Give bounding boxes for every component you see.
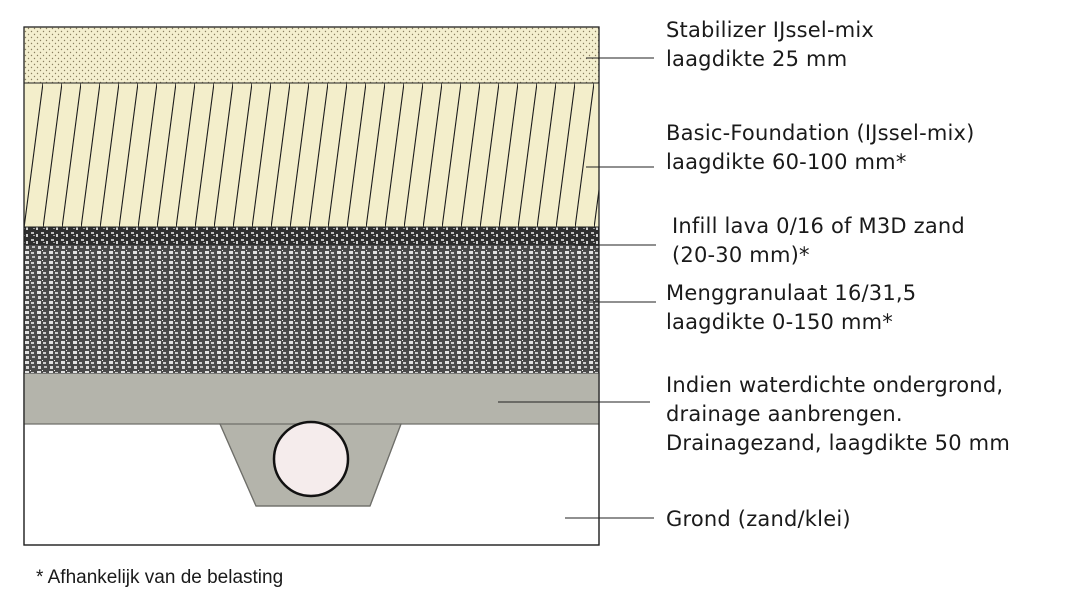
label-infill-line2: (20-30 mm)* [672, 243, 810, 267]
label-foundation: Basic-Foundation (IJssel-mix) laagdikte … [666, 119, 975, 177]
infill-layer [24, 227, 599, 245]
label-menggranulaat-line1: Menggranulaat 16/31,5 [666, 281, 917, 305]
stabilizer-dots [24, 27, 599, 83]
label-grond-line1: Grond (zand/klei) [666, 507, 851, 531]
section-frame [23, 26, 600, 546]
label-grond: Grond (zand/klei) [666, 505, 851, 534]
label-drainage-line2: drainage aanbrengen. [666, 402, 903, 426]
label-infill-line1: Infill lava 0/16 of M3D zand [672, 214, 965, 238]
drainage-outline [24, 423, 599, 507]
label-stabilizer: Stabilizer IJssel-mix laagdikte 25 mm [666, 16, 874, 74]
footnote: * Afhankelijk van de belasting [36, 567, 284, 588]
label-infill: Infill lava 0/16 of M3D zand (20-30 mm)* [672, 212, 965, 270]
label-drainage: Indien waterdichte ondergrond, drainage … [666, 371, 1010, 458]
label-drainage-line3: Drainagezand, laagdikte 50 mm [666, 431, 1010, 455]
label-menggranulaat-line2: laagdikte 0-150 mm* [666, 310, 893, 334]
label-stabilizer-line1: Stabilizer IJssel-mix [666, 18, 875, 42]
label-stabilizer-line2: laagdikte 25 mm [666, 47, 848, 71]
menggranulaat-layer [24, 245, 599, 373]
foundation-hatch [24, 83, 599, 227]
label-menggranulaat: Menggranulaat 16/31,5 laagdikte 0-150 mm… [666, 279, 916, 337]
label-drainage-line1: Indien waterdichte ondergrond, [666, 373, 1004, 397]
drainage-sand-layer [24, 373, 599, 424]
label-foundation-line1: Basic-Foundation (IJssel-mix) [666, 121, 975, 145]
label-foundation-line2: laagdikte 60-100 mm* [666, 150, 907, 174]
drainage-pipe [272, 420, 350, 498]
